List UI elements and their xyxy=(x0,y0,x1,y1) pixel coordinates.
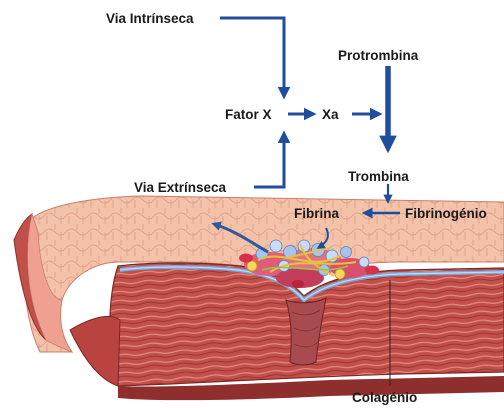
label-fibrinogenio: Fibrinogénio xyxy=(405,206,487,221)
blood-vessel-illustration xyxy=(14,196,504,400)
arrow-extrinseca-to-fatorx xyxy=(254,133,284,187)
arrow-intrinseca-to-fatorx xyxy=(220,18,284,97)
label-protrombina: Protrombina xyxy=(338,48,419,63)
label-xa: Xa xyxy=(322,107,339,122)
label-fator-x: Fator X xyxy=(225,107,272,122)
label-fibrina: Fibrina xyxy=(294,206,339,221)
label-via-extrinseca: Via Extrínseca xyxy=(134,180,227,195)
label-via-intrinseca: Via Intrínseca xyxy=(106,11,194,26)
label-trombina: Trombina xyxy=(348,169,409,184)
label-colagenio: Colagénio xyxy=(352,390,417,405)
